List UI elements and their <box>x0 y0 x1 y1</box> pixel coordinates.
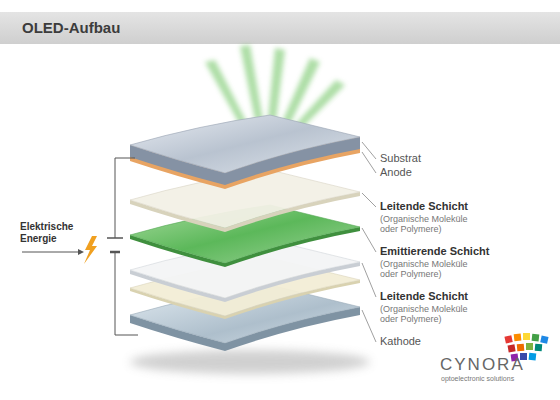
layer-note: (Organische Moleküle oder Polymere) <box>380 214 485 235</box>
lightning-symbol <box>84 236 97 264</box>
layer-note: (Organische Moleküle oder Polymere) <box>380 259 485 280</box>
brand-name: CYNORA <box>440 355 525 375</box>
layer-label: Kathode <box>380 335 421 348</box>
energy-label: Elektrische Energie <box>20 221 90 244</box>
title-bar <box>0 12 560 44</box>
layer-label: Emittierende Schicht <box>380 245 489 258</box>
leader-lines <box>362 142 376 342</box>
layer-label: Leitende Schicht <box>380 200 468 213</box>
shadow <box>130 350 370 374</box>
diagram-title: OLED-Aufbau <box>22 19 120 36</box>
layer-label: Leitende Schicht <box>380 290 468 303</box>
layer-note: (Organische Moleküle oder Polymere) <box>380 304 485 325</box>
brand-tagline: optoelectronic solutions <box>441 375 514 383</box>
layer-label: Substrat <box>380 152 421 165</box>
substrate-layer <box>130 115 360 189</box>
circuit-wire <box>22 158 138 335</box>
layer-label: Anode <box>380 166 412 179</box>
arrow-head <box>78 249 84 255</box>
